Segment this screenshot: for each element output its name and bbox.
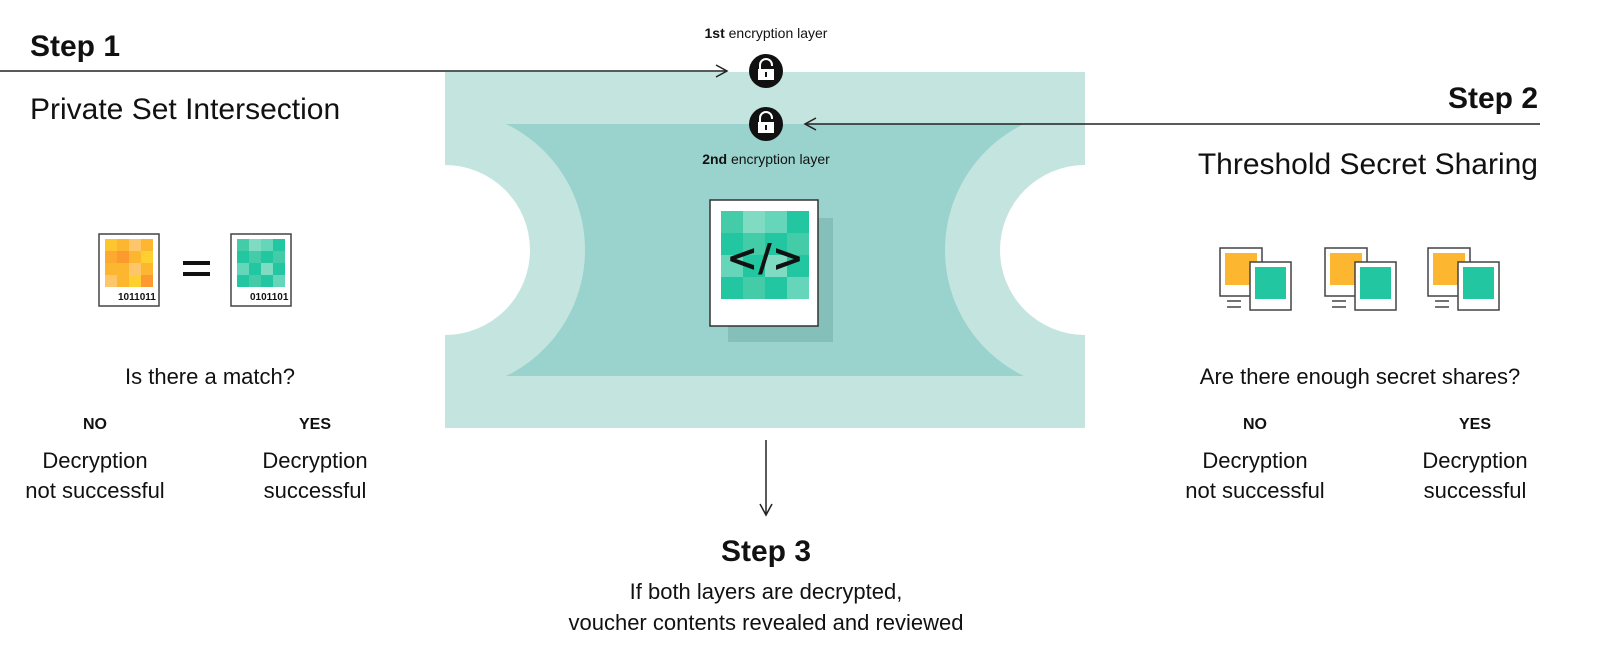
equals-icon — [183, 261, 210, 265]
step2-subtitle: Threshold Secret Sharing — [1197, 148, 1538, 181]
step2-no: NO Decryption not successful — [1185, 416, 1325, 503]
grid-cell — [117, 239, 129, 251]
step1-title: Step 1 — [30, 30, 121, 63]
grid-cell — [129, 251, 141, 263]
grid-cell — [261, 263, 273, 275]
secret-share-icon — [1324, 247, 1397, 311]
hash-left: 1011011 — [118, 292, 156, 303]
grid-cell — [743, 233, 765, 255]
step3-title: Step 3 — [720, 535, 812, 568]
grid-cell — [765, 233, 787, 255]
grid-cell — [743, 211, 765, 233]
lock-icon — [749, 54, 783, 88]
grid-cell — [237, 275, 249, 287]
grid-cell — [237, 251, 249, 263]
grid-cell — [765, 277, 787, 299]
grid-cell — [141, 251, 153, 263]
grid-cell — [261, 275, 273, 287]
grid-cell — [129, 275, 141, 287]
step3-description: If both layers are decrypted, voucher co… — [568, 579, 964, 635]
grid-cell — [743, 255, 765, 277]
secret-share-icon — [1219, 247, 1292, 311]
grid-cell — [273, 263, 285, 275]
hash-right: 0101101 — [250, 292, 289, 303]
step2-question: Are there enough secret shares? — [1199, 364, 1521, 389]
grid-cell — [249, 263, 261, 275]
grid-cell — [129, 263, 141, 275]
secret-shares-icons — [1219, 247, 1500, 311]
grid-cell — [141, 263, 153, 275]
grid-cell — [237, 239, 249, 251]
grid-cell — [273, 239, 285, 251]
grid-cell — [721, 277, 743, 299]
grid-cell — [765, 211, 787, 233]
grid-cell — [249, 251, 261, 263]
grid-cell — [249, 239, 261, 251]
secret-share-icon — [1427, 247, 1500, 311]
grid-cell — [721, 233, 743, 255]
grid-cell — [141, 275, 153, 287]
grid-cell — [787, 277, 809, 299]
grid-cell — [105, 251, 117, 263]
grid-cell — [261, 251, 273, 263]
step1-no: NO Decryption not successful — [25, 416, 165, 503]
grid-cell — [141, 239, 153, 251]
grid-cell — [237, 263, 249, 275]
grid-cell — [273, 275, 285, 287]
grid-cell — [117, 263, 129, 275]
grid-cell — [743, 277, 765, 299]
hash-card-orange — [98, 233, 160, 307]
first-layer-label: 1st encryption layer — [704, 25, 828, 41]
hash-card-teal — [230, 233, 292, 307]
code-icon: </> — [726, 236, 804, 280]
lock-icon — [749, 107, 783, 141]
grid-cell — [105, 263, 117, 275]
grid-cell — [249, 275, 261, 287]
grid-cell — [721, 255, 743, 277]
grid-cell — [105, 239, 117, 251]
grid-cell — [117, 251, 129, 263]
voucher-document-icon — [709, 199, 833, 342]
grid-cell — [105, 275, 117, 287]
grid-cell — [787, 255, 809, 277]
step2-yes: YES Decryption successful — [1422, 416, 1528, 503]
step1-yes: YES Decryption successful — [262, 416, 368, 503]
step1-subtitle: Private Set Intersection — [30, 93, 341, 126]
grid-cell — [129, 239, 141, 251]
grid-cell — [787, 233, 809, 255]
grid-cell — [721, 211, 743, 233]
second-layer-label: 2nd encryption layer — [702, 151, 830, 167]
step2-title: Step 2 — [1447, 82, 1538, 115]
grid-cell — [117, 275, 129, 287]
step1-question: Is there a match? — [125, 364, 295, 389]
grid-cell — [261, 239, 273, 251]
grid-cell — [273, 251, 285, 263]
grid-cell — [765, 255, 787, 277]
grid-cell — [787, 211, 809, 233]
